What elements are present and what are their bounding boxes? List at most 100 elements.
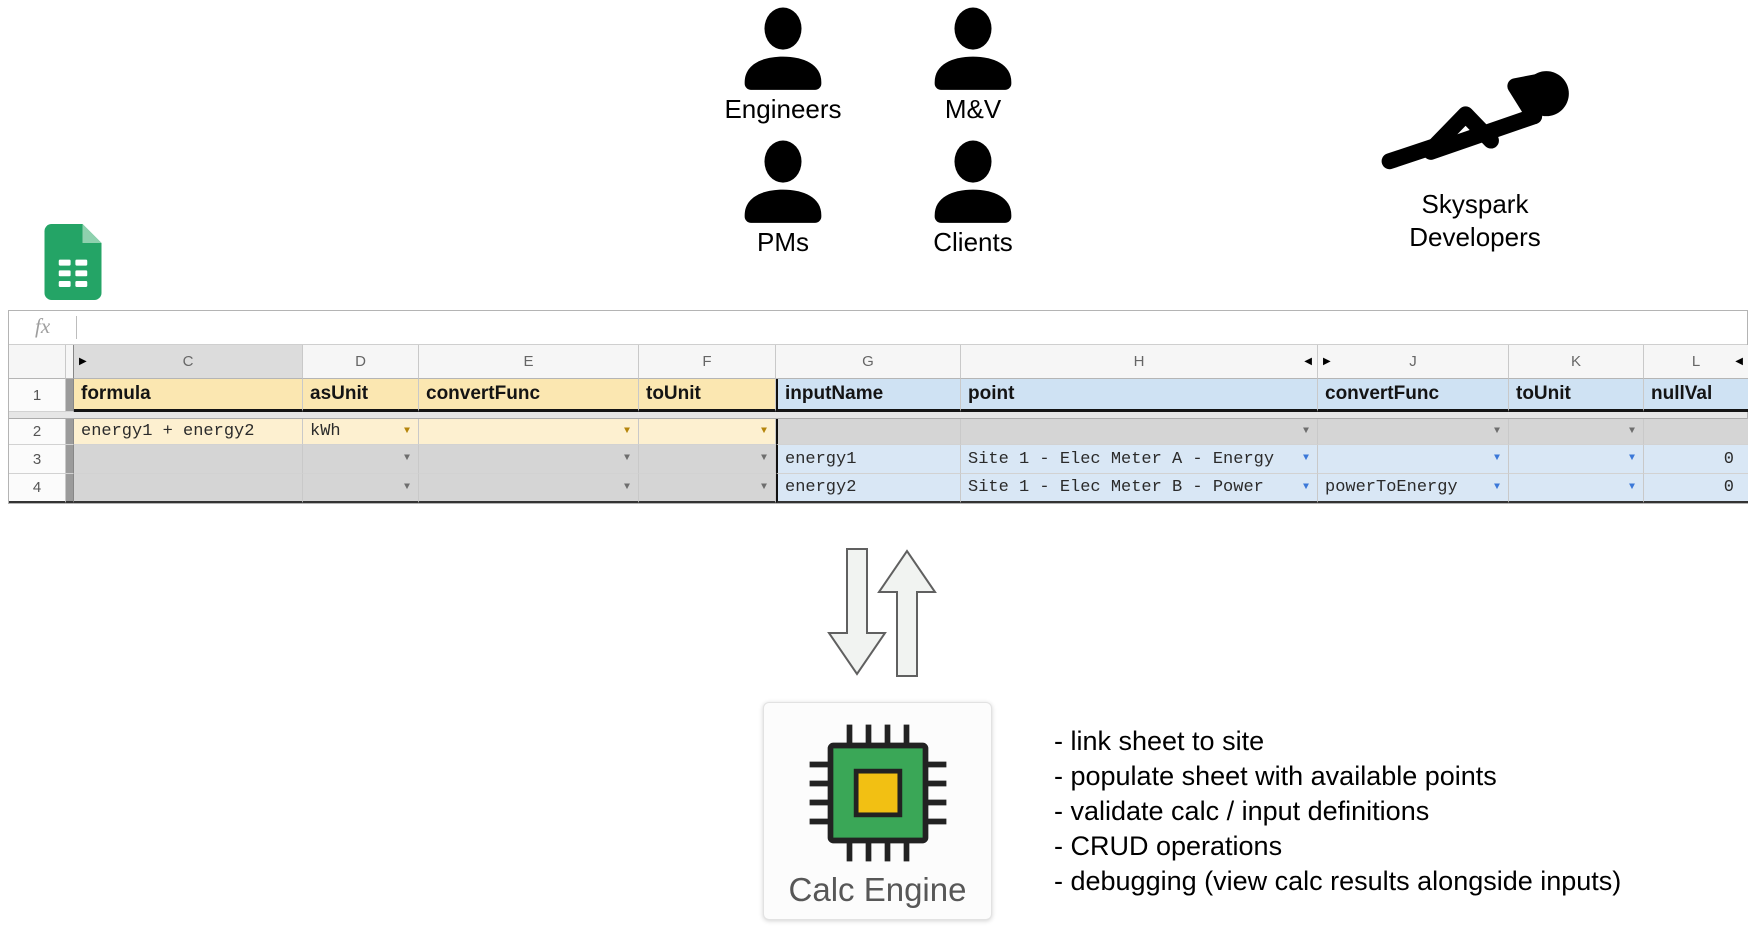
user-group-clients: Clients [927, 139, 1019, 258]
frozen-row-divider [9, 412, 1747, 419]
dropdown-arrow-icon[interactable]: ▼ [1628, 481, 1635, 493]
cell-D4[interactable]: ▼ [303, 474, 419, 503]
dropdown-arrow-icon[interactable]: ▼ [1628, 425, 1635, 437]
cell-J3[interactable]: ▼ [1318, 445, 1509, 474]
cell-D1[interactable]: asUnit [303, 379, 419, 412]
column-header-H[interactable]: H◀ [961, 345, 1318, 379]
hidden-columns-indicator[interactable]: ▶ [1323, 356, 1331, 367]
cell-value: energy1 [785, 449, 857, 469]
cell-C2[interactable]: energy1 + energy2 [74, 419, 303, 445]
formula-bar-divider [76, 316, 77, 339]
cell-H1[interactable]: point [961, 379, 1318, 412]
cell-G3[interactable]: energy1 [776, 445, 961, 474]
skyspark-developers: Skyspark Developers [1330, 58, 1620, 254]
cell-value: inputName [785, 383, 884, 404]
cell-J2[interactable]: ▼ [1318, 419, 1509, 445]
cell-value: 0 [1723, 478, 1734, 497]
dropdown-arrow-icon[interactable]: ▼ [760, 481, 767, 493]
cell-E2[interactable]: ▼ [419, 419, 639, 445]
hidden-columns-indicator[interactable]: ▶ [79, 356, 87, 367]
cell-F3[interactable]: ▼ [639, 445, 776, 474]
dropdown-arrow-icon[interactable]: ▼ [1302, 481, 1309, 493]
dropdown-arrow-icon[interactable]: ▼ [403, 481, 410, 493]
cell-value: toUnit [646, 383, 701, 404]
cell-L1[interactable]: nullVal [1644, 379, 1748, 412]
hidden-columns-indicator[interactable]: ◀ [1735, 356, 1743, 367]
column-header-E[interactable]: E [419, 345, 639, 379]
cell-H2[interactable]: ▼ [961, 419, 1318, 445]
dropdown-arrow-icon[interactable]: ▼ [1493, 481, 1500, 493]
dropdown-arrow-icon[interactable]: ▼ [1302, 425, 1309, 437]
cell-E4[interactable]: ▼ [419, 474, 639, 503]
cell-C3[interactable] [74, 445, 303, 474]
cell-G4[interactable]: energy2 [776, 474, 961, 503]
cell-value: asUnit [310, 383, 369, 404]
feature-item: - link sheet to site [1054, 726, 1265, 756]
cell-E1[interactable]: convertFunc [419, 379, 639, 412]
user-group-label: Engineers [724, 94, 842, 124]
cell-L4[interactable]: 0 [1644, 474, 1748, 503]
column-letter: E [523, 353, 534, 370]
calc-engine-features: - link sheet to site- populate sheet wit… [1054, 724, 1714, 899]
cell-J1[interactable]: convertFunc [1318, 379, 1509, 412]
cell-value: 0 [1723, 449, 1734, 469]
cell-C4[interactable] [74, 474, 303, 503]
cell-K1[interactable]: toUnit [1509, 379, 1644, 412]
column-header-C[interactable]: ▶C [74, 345, 303, 379]
cell-C1[interactable]: formula [74, 379, 303, 412]
column-header-J[interactable]: ▶J [1318, 345, 1509, 379]
feature-item: - debugging (view calc results alongside… [1054, 866, 1622, 896]
corner-cell[interactable] [9, 345, 66, 379]
person-icon [927, 6, 1019, 92]
cell-E3[interactable]: ▼ [419, 445, 639, 474]
dropdown-arrow-icon[interactable]: ▼ [623, 481, 630, 493]
cell-F2[interactable]: ▼ [639, 419, 776, 445]
cell-L2[interactable] [1644, 419, 1748, 445]
cell-D2[interactable]: kWh▼ [303, 419, 419, 445]
dropdown-arrow-icon[interactable]: ▼ [403, 453, 410, 464]
column-header-F[interactable]: F [639, 345, 776, 379]
cell-G1[interactable]: inputName [776, 379, 961, 412]
cell-value: convertFunc [426, 383, 541, 404]
dropdown-arrow-icon[interactable]: ▼ [760, 425, 767, 437]
cell-D3[interactable]: ▼ [303, 445, 419, 474]
cell-K3[interactable]: ▼ [1509, 445, 1644, 474]
dropdown-arrow-icon[interactable]: ▼ [760, 453, 767, 464]
cell-F4[interactable]: ▼ [639, 474, 776, 503]
column-letter: D [355, 353, 366, 370]
row-header-3[interactable]: 3 [9, 445, 66, 474]
row-header-2[interactable]: 2 [9, 419, 66, 445]
cell-K2[interactable]: ▼ [1509, 419, 1644, 445]
row-header-1[interactable]: 1 [9, 379, 66, 412]
cell-value: Site 1 - Elec Meter A - Energy [968, 449, 1275, 469]
cell-L3[interactable]: 0 [1644, 445, 1748, 474]
cell-F1[interactable]: toUnit [639, 379, 776, 412]
column-header-D[interactable]: D [303, 345, 419, 379]
dropdown-arrow-icon[interactable]: ▼ [623, 425, 630, 437]
cell-G2[interactable] [776, 419, 961, 445]
column-header-G[interactable]: G [776, 345, 961, 379]
dropdown-arrow-icon[interactable]: ▼ [1628, 453, 1635, 464]
dropdown-arrow-icon[interactable]: ▼ [1302, 453, 1309, 464]
cell-H3[interactable]: Site 1 - Elec Meter A - Energy ▼ [961, 445, 1318, 474]
cell-K4[interactable]: ▼ [1509, 474, 1644, 503]
sheet-row: 3 ▼ ▼ ▼ energy1 Site 1 - Elec Meter A - Energ… [9, 445, 1748, 474]
dropdown-arrow-icon[interactable]: ▼ [403, 425, 410, 437]
formula-bar[interactable]: fx [9, 311, 1747, 345]
cell-value: energy2 [785, 478, 857, 497]
dropdown-arrow-icon[interactable]: ▼ [1493, 425, 1500, 437]
up-arrow-icon [876, 549, 938, 682]
dropdown-arrow-icon[interactable]: ▼ [1493, 453, 1500, 464]
column-header-L[interactable]: L◀ [1644, 345, 1748, 379]
dropdown-arrow-icon[interactable]: ▼ [623, 453, 630, 464]
hidden-columns-indicator[interactable]: ◀ [1304, 356, 1312, 367]
cell-H4[interactable]: Site 1 - Elec Meter B - Power▼ [961, 474, 1318, 503]
cell-J4[interactable]: powerToEnergy▼ [1318, 474, 1509, 503]
row-header-4[interactable]: 4 [9, 474, 66, 503]
column-letter: K [1570, 353, 1581, 370]
column-header-K[interactable]: K [1509, 345, 1644, 379]
